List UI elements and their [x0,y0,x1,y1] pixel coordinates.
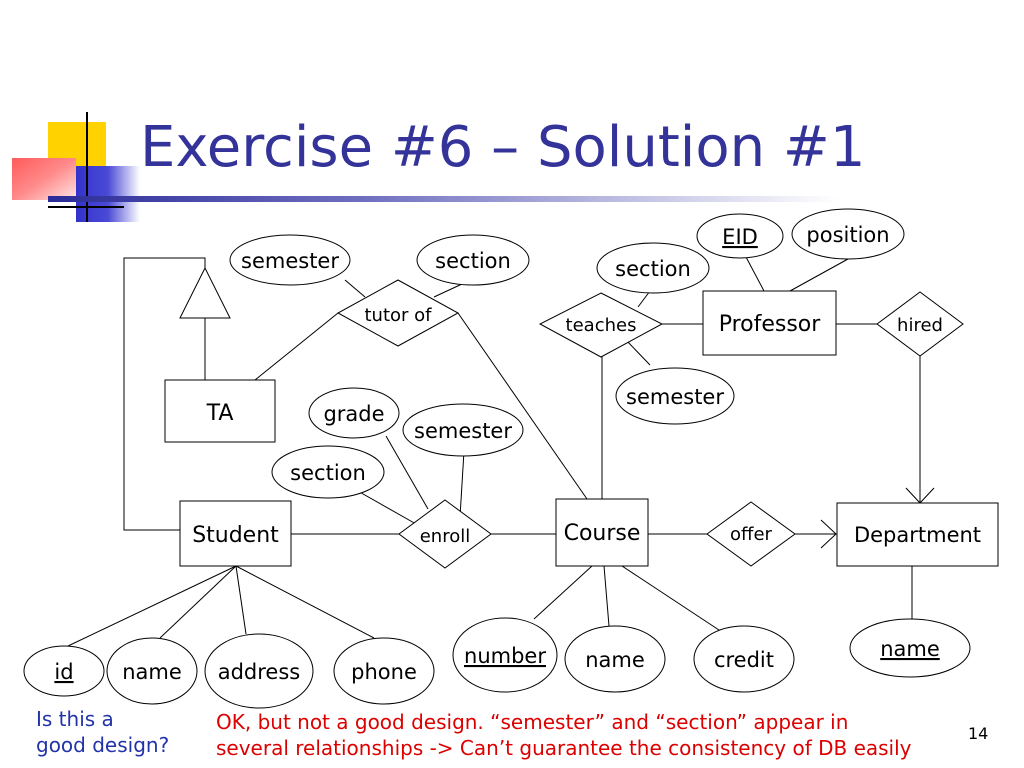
attribute-teaches-section-label: section [615,257,691,281]
question-line-2: good design? [36,733,170,757]
tutor-section-line [433,283,463,298]
attribute-course-credit-label: credit [714,648,774,672]
isa-triangle [179,266,231,319]
relationship-enroll-label: enroll [420,526,471,547]
attribute-student-phone-label: phone [351,660,417,684]
attribute-enroll-section: section [271,445,385,499]
relationship-hired-label: hired [897,315,943,336]
attribute-enroll-semester: semester [402,403,524,457]
attribute-student-address: address [204,633,314,709]
entity-ta-label: TA [206,401,234,426]
student-address-line [235,565,247,635]
attribute-student-name-label: name [122,660,182,684]
relationship-teaches: teaches [538,292,664,358]
course-credit-line [621,565,723,633]
teaches-semester-line [625,339,651,366]
attribute-enroll-grade-label: grade [323,402,384,426]
attribute-course-name: name [564,625,666,693]
deco-red-square [12,158,76,200]
relationship-offer-label: offer [730,524,772,545]
attribute-teaches-semester: semester [615,367,735,425]
student-id-line [67,565,237,647]
attribute-course-number-label: number [464,644,546,668]
attribute-student-id-label: id [54,660,73,684]
answer-line-2: several relationships -> Can’t guarantee… [216,736,912,760]
course-name-line [603,565,610,627]
attribute-teaches-semester-label: semester [626,385,724,409]
relationship-hired: hired [876,291,964,357]
attribute-professor-eid: EID [696,213,784,259]
relationship-teaches-label: teaches [566,315,637,336]
tutor-course-line [457,312,588,500]
tutor-semester-line [344,279,366,298]
attribute-department-name: name [849,618,971,678]
professor-position-line [789,258,849,292]
entity-ta: TA [164,379,276,443]
attribute-professor-position-label: position [806,223,889,247]
slide-number: 14 [968,724,989,743]
entity-course: Course [555,498,649,567]
enroll-section-line [355,489,417,525]
attribute-enroll-section-label: section [290,461,366,485]
entity-professor-label: Professor [719,312,822,337]
attribute-course-number: number [452,617,558,693]
attribute-student-phone: phone [333,637,435,705]
entity-student: Student [179,500,292,567]
answer-line-1: OK, but not a good design. “semester” an… [216,710,849,734]
attribute-course-credit: credit [693,625,795,693]
isa-line [123,257,206,531]
attribute-tutor-section-label: section [435,249,511,273]
professor-eid-line [745,256,765,292]
entity-professor: Professor [702,290,837,356]
student-name-line [159,565,237,639]
entity-student-label: Student [192,523,279,548]
entity-department: Department [836,502,999,567]
course-number-line [533,565,593,620]
relationship-enroll: enroll [398,499,492,569]
question-note: Is this a good design? [36,706,169,758]
title-underline [48,196,838,202]
relationship-offer: offer [706,501,796,567]
enroll-semester-line [459,450,465,518]
slide-title: Exercise #6 – Solution #1 [140,115,866,180]
attribute-teaches-section: section [596,242,710,294]
answer-note: OK, but not a good design. “semester” an… [216,709,912,761]
relationship-tutor-of-label: tutor of [364,305,432,326]
attribute-department-name-label: name [880,637,940,661]
attribute-student-name: name [106,637,198,705]
attribute-tutor-semester-label: semester [241,249,339,273]
deco-horizontal-line [48,206,124,208]
entity-course-label: Course [564,521,641,546]
question-line-1: Is this a [36,707,114,731]
attribute-enroll-grade: grade [308,387,400,439]
teaches-section-line [637,290,651,308]
attribute-student-address-label: address [218,660,301,684]
attribute-professor-position: position [791,208,905,260]
ta-tutor-line [254,312,339,381]
attribute-course-name-label: name [585,648,645,672]
entity-department-label: Department [854,523,981,547]
attribute-professor-eid-label: EID [722,225,758,249]
attribute-tutor-section: section [416,234,530,286]
attribute-enroll-semester-label: semester [414,419,512,443]
enroll-grade-line [385,435,429,510]
offer-arrow-head [820,519,837,549]
attribute-student-id: id [23,645,105,697]
relationship-tutor-of: tutor of [336,279,460,347]
deco-vertical-line [86,112,88,222]
connector-lines [67,256,935,647]
student-phone-line [235,565,375,639]
attribute-tutor-semester: semester [229,234,351,286]
